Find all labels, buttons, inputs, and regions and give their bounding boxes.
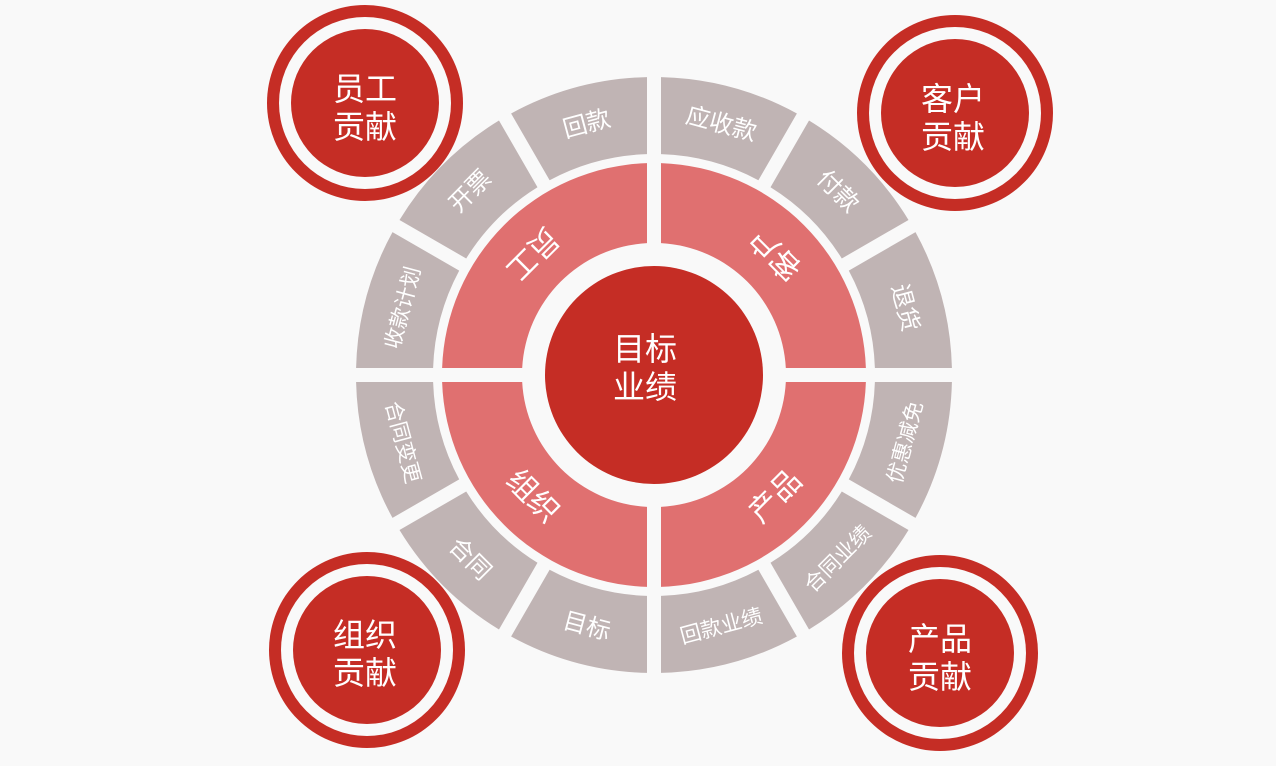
outer-segment-shape (660, 77, 797, 181)
corner-organization: 组织 贡献 (269, 552, 465, 748)
inner-segment-shape (442, 381, 648, 587)
corner-label-line1: 员工 (333, 70, 397, 108)
inner-segment-bottom-right: 产品 (660, 381, 866, 587)
corner-label-line1: 产品 (908, 620, 972, 658)
corner-disk (866, 579, 1014, 727)
outer-segment-shape (511, 77, 648, 181)
outer-segment-shape (660, 569, 797, 673)
outer-segment-shape (848, 232, 952, 369)
corner-label-line2: 贡献 (908, 658, 972, 696)
corner-label-line2: 贡献 (921, 118, 985, 156)
outer-segment: 退货 (848, 232, 952, 369)
outer-segment-shape (356, 232, 460, 369)
center-core: 目标 业绩 (545, 266, 763, 484)
outer-segment: 合同 (399, 491, 538, 630)
corner-disk (881, 39, 1029, 187)
outer-segment-shape (399, 491, 538, 630)
outer-segment-shape (770, 120, 909, 259)
corner-label-line2: 贡献 (333, 108, 397, 146)
center-label-line2: 业绩 (613, 368, 677, 406)
inner-ring: 员工客户产品组织 (442, 163, 866, 587)
inner-segment-shape (442, 163, 648, 369)
corner-label-line2: 贡献 (333, 654, 397, 692)
outer-segment: 回款业绩 (660, 569, 797, 673)
outer-segment-shape (848, 381, 952, 518)
outer-segment-shape (399, 120, 538, 259)
corner-label-line1: 组织 (333, 616, 397, 654)
outer-segment: 收款计划 (356, 232, 460, 369)
outer-segment: 回款 (511, 77, 648, 181)
outer-segment-shape (770, 491, 909, 630)
inner-segment-shape (660, 163, 866, 369)
outer-segment: 合同变更 (356, 381, 460, 518)
outer-segment: 付款 (770, 120, 909, 259)
inner-segment-shape (660, 381, 866, 587)
outer-segment-shape (356, 381, 460, 518)
outer-segment: 优惠减免 (848, 381, 952, 518)
corner-disk (293, 576, 441, 724)
outer-segment-shape (511, 569, 648, 673)
inner-segment-bottom-left: 组织 (442, 381, 648, 587)
outer-segment: 合同业绩 (770, 491, 909, 630)
inner-segment-top-right: 客户 (660, 163, 866, 369)
core-circle (545, 266, 763, 484)
outer-segment: 应收款 (660, 77, 797, 181)
center-label-line1: 目标 (613, 330, 677, 368)
corner-label-line1: 客户 (921, 80, 985, 118)
inner-segment-top-left: 员工 (442, 163, 648, 369)
corner-disk (291, 29, 439, 177)
corner-employee: 员工 贡献 (267, 5, 463, 201)
corner-customer: 客户 贡献 (857, 15, 1053, 211)
corner-product: 产品 贡献 (842, 555, 1038, 751)
outer-segment: 目标 (511, 569, 648, 673)
outer-segment: 开票 (399, 120, 538, 259)
